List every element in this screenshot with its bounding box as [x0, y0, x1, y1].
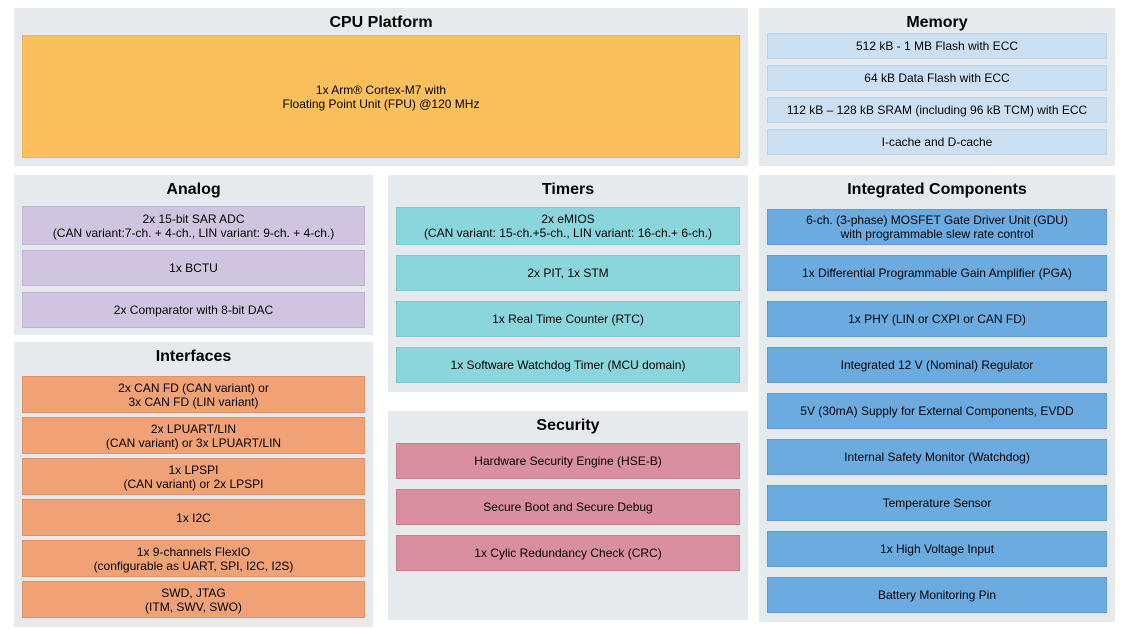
block-lpspi: 1x LPSPI (CAN variant) or 2x LPSPI [22, 458, 365, 495]
panel-title-cpu-platform: CPU Platform [329, 14, 433, 31]
panel-title-memory: Memory [906, 14, 968, 31]
block-cache: I-cache and D-cache [767, 129, 1107, 155]
block-battery-monitoring: Battery Monitoring Pin [767, 577, 1107, 613]
panel-analog: Analog 2x 15-bit SAR ADC (CAN variant:7-… [14, 175, 373, 335]
block-can-fd: 2x CAN FD (CAN variant) or 3x CAN FD (LI… [22, 376, 365, 413]
block-emios: 2x eMIOS (CAN variant: 15-ch.+5-ch., LIN… [396, 207, 740, 245]
panel-integrated-components: Integrated Components 6-ch. (3-phase) MO… [759, 175, 1115, 622]
panel-cpu-platform: CPU Platform 1x Arm® Cortex-M7 with Floa… [14, 8, 748, 166]
block-gate-driver-unit: 6-ch. (3-phase) MOSFET Gate Driver Unit … [767, 209, 1107, 245]
block-pit-stm: 2x PIT, 1x STM [396, 255, 740, 291]
block-phy: 1x PHY (LIN or CXPI or CAN FD) [767, 301, 1107, 337]
block-secure-boot: Secure Boot and Secure Debug [396, 489, 740, 525]
panel-memory: Memory 512 kB - 1 MB Flash with ECC 64 k… [759, 8, 1115, 166]
block-comparator: 2x Comparator with 8-bit DAC [22, 292, 365, 328]
block-flexio: 1x 9-channels FlexIO (configurable as UA… [22, 540, 365, 577]
block-software-watchdog: 1x Software Watchdog Timer (MCU domain) [396, 347, 740, 383]
block-12v-regulator: Integrated 12 V (Nominal) Regulator [767, 347, 1107, 383]
block-bctu: 1x BCTU [22, 250, 365, 286]
block-hse: Hardware Security Engine (HSE-B) [396, 443, 740, 479]
panel-title-analog: Analog [166, 181, 221, 198]
panel-title-timers: Timers [541, 181, 595, 198]
block-temperature-sensor: Temperature Sensor [767, 485, 1107, 521]
panel-title-interfaces: Interfaces [155, 348, 232, 365]
block-sram: 112 kB – 128 kB SRAM (including 96 kB TC… [767, 97, 1107, 123]
block-program-flash: 512 kB - 1 MB Flash with ECC [767, 33, 1107, 59]
block-cortex-m7-core: 1x Arm® Cortex-M7 with Floating Point Un… [22, 35, 740, 158]
panel-timers: Timers 2x eMIOS (CAN variant: 15-ch.+5-c… [388, 175, 748, 392]
block-sar-adc: 2x 15-bit SAR ADC (CAN variant:7-ch. + 4… [22, 206, 365, 245]
block-rtc: 1x Real Time Counter (RTC) [396, 301, 740, 337]
block-high-voltage-input: 1x High Voltage Input [767, 531, 1107, 567]
block-crc: 1x Cylic Redundancy Check (CRC) [396, 535, 740, 571]
block-safety-monitor: Internal Safety Monitor (Watchdog) [767, 439, 1107, 475]
block-5v-supply: 5V (30mA) Supply for External Components… [767, 393, 1107, 429]
panel-security: Security Hardware Security Engine (HSE-B… [388, 411, 748, 620]
block-swd-jtag: SWD, JTAG (ITM, SWV, SWO) [22, 581, 365, 618]
block-lpuart-lin: 2x LPUART/LIN (CAN variant) or 3x LPUART… [22, 417, 365, 454]
block-data-flash: 64 kB Data Flash with ECC [767, 65, 1107, 91]
panel-title-security: Security [536, 417, 600, 434]
block-i2c: 1x I2C [22, 499, 365, 536]
panel-title-integrated-components: Integrated Components [847, 181, 1027, 198]
panel-interfaces: Interfaces 2x CAN FD (CAN variant) or 3x… [14, 342, 373, 627]
block-pga: 1x Differential Programmable Gain Amplif… [767, 255, 1107, 291]
